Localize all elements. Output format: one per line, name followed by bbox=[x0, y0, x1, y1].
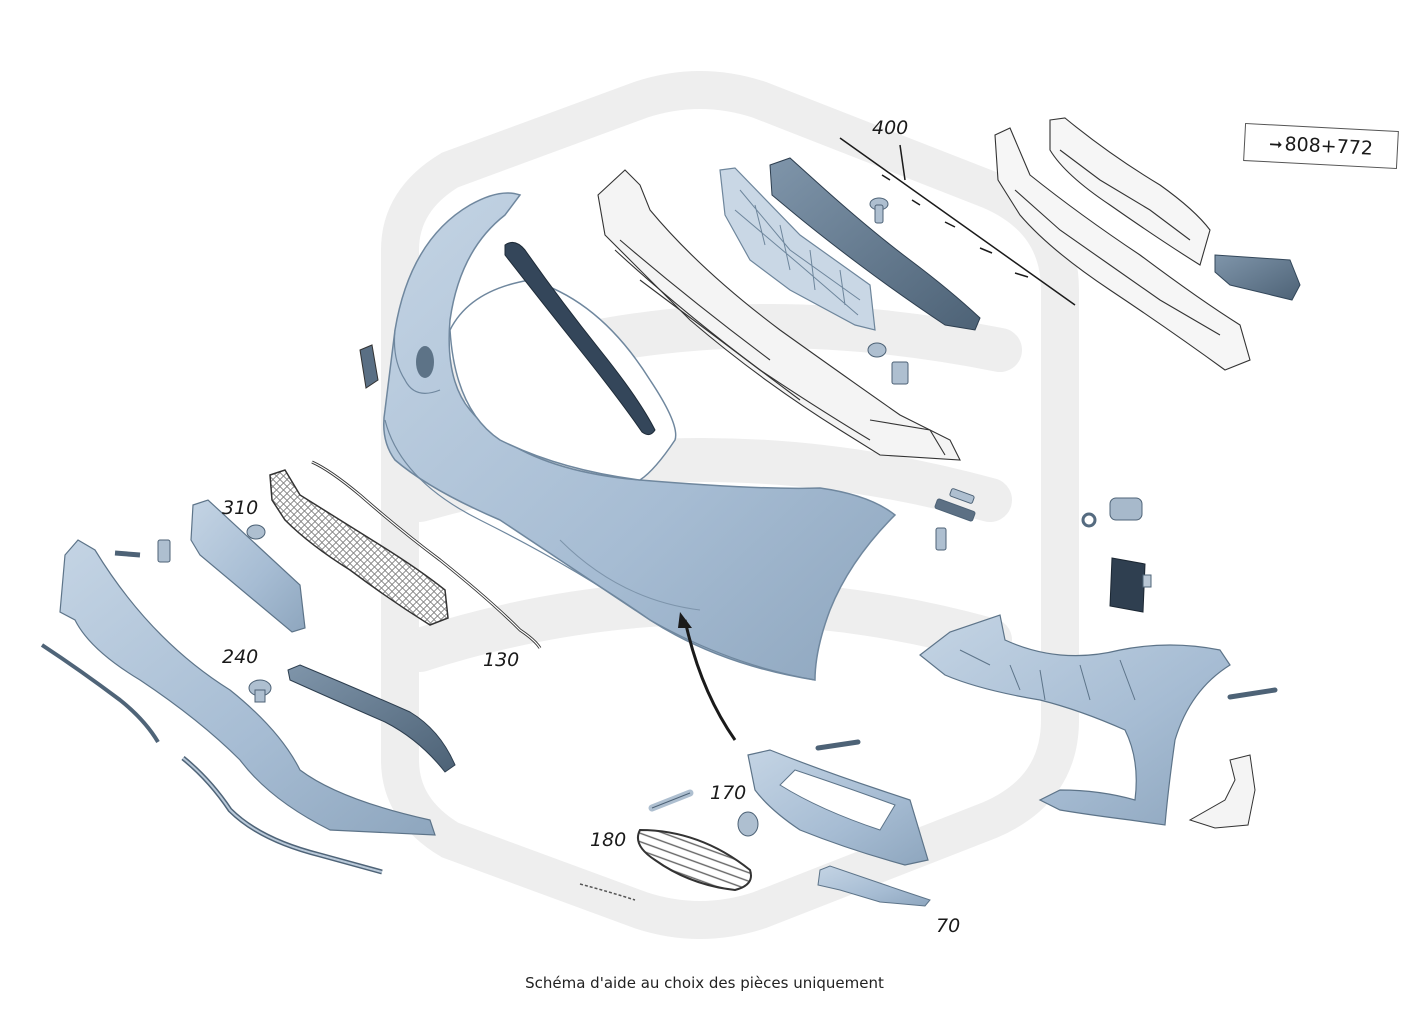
diagram-caption: Schéma d'aide au choix des pièces unique… bbox=[525, 974, 884, 992]
callout-240: 240 bbox=[222, 646, 259, 668]
fog-lamp-frame bbox=[648, 739, 929, 866]
fasteners-left bbox=[114, 524, 272, 703]
dark-trim-strip bbox=[287, 664, 456, 773]
arrow-icon: ➞ bbox=[1268, 133, 1284, 154]
arrow-head bbox=[678, 612, 692, 628]
absorber-dark bbox=[769, 157, 981, 331]
chrome-strip-130-inner bbox=[311, 461, 541, 649]
sensor-parts bbox=[1081, 497, 1152, 613]
impact-absorber bbox=[994, 117, 1251, 371]
side-bracket-right bbox=[1188, 754, 1256, 829]
lower-spoiler bbox=[59, 539, 436, 836]
lower-deflector bbox=[817, 865, 931, 907]
fog-lamp-cover bbox=[636, 828, 752, 892]
upper-support-frame bbox=[597, 169, 961, 461]
callout-180: 180 bbox=[590, 829, 627, 851]
chrome-strip-small bbox=[579, 883, 636, 901]
reference-text: 808+772 bbox=[1283, 133, 1374, 160]
fasteners-top bbox=[867, 197, 976, 551]
seal-strip bbox=[504, 241, 656, 436]
license-plate-holder bbox=[190, 499, 306, 633]
arrow-line bbox=[683, 619, 737, 741]
side-clip-left bbox=[359, 344, 379, 389]
screw-right bbox=[1227, 687, 1278, 700]
callout-line-400 bbox=[839, 137, 1076, 306]
callout-400: 400 bbox=[872, 117, 909, 139]
lower-carrier bbox=[919, 614, 1231, 826]
callout-130: 130 bbox=[483, 649, 520, 671]
bumper-cover bbox=[383, 192, 897, 681]
reference-box: ➞ 808+772 bbox=[1243, 122, 1399, 170]
callout-170: 170 bbox=[710, 782, 747, 804]
grille-insert bbox=[719, 167, 876, 331]
callout-310: 310 bbox=[222, 497, 259, 519]
corner-block bbox=[1214, 254, 1301, 301]
lower-strip-left bbox=[40, 643, 160, 744]
lower-mesh-grille bbox=[269, 469, 449, 626]
callout-70: 70 bbox=[936, 915, 961, 937]
